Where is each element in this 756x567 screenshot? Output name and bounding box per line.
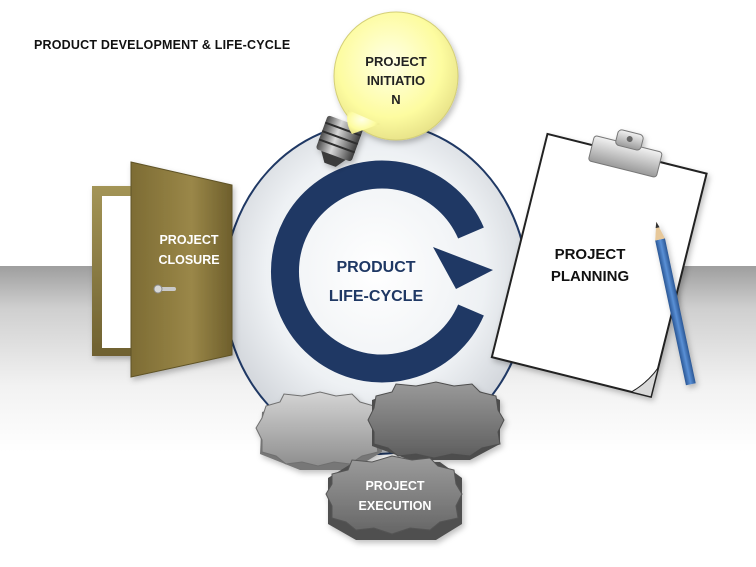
gear-right <box>367 381 505 460</box>
execution-label-line2: EXECUTION <box>358 499 432 513</box>
door-icon <box>92 161 233 378</box>
closure-label-line1: PROJECT <box>159 233 219 247</box>
pencil-icon <box>655 221 696 386</box>
center-label: PRODUCT LIFE-CYCLE <box>300 253 452 311</box>
gear-left <box>255 391 383 470</box>
closure-label-line2: CLOSURE <box>158 253 220 267</box>
planning-label-line2: PLANNING <box>550 268 630 285</box>
center-label-line1: PRODUCT <box>336 259 416 276</box>
clipboard-icon <box>490 129 708 399</box>
initiation-label-line1: PROJECT <box>365 54 427 69</box>
execution-label-line1: PROJECT <box>365 479 425 493</box>
gears-icon <box>255 381 505 540</box>
page-title: PRODUCT DEVELOPMENT & LIFE-CYCLE <box>34 38 291 52</box>
execution-label: PROJECT EXECUTION <box>340 476 450 516</box>
planning-label: PROJECT PLANNING <box>540 244 640 288</box>
closure-label: PROJECT CLOSURE <box>144 230 234 270</box>
lightbulb-icon <box>316 11 459 167</box>
initiation-label: PROJECT INITIATIO N <box>351 52 441 109</box>
planning-label-line1: PROJECT <box>554 246 626 263</box>
cycle-arrow-icon <box>271 160 493 383</box>
initiation-label-line2: INITIATIO <box>366 73 426 88</box>
initiation-label-line3: N <box>391 92 401 107</box>
gear-bottom <box>325 455 463 540</box>
center-label-line2: LIFE-CYCLE <box>328 288 424 305</box>
